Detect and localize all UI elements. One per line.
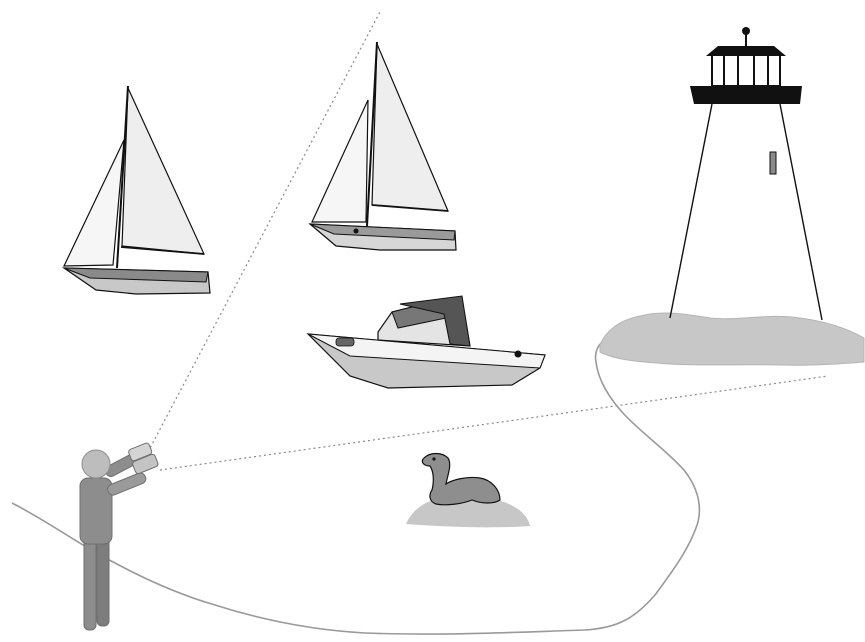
person-leg: [84, 538, 96, 630]
lighthouse: [600, 27, 864, 365]
porthole: [354, 229, 359, 234]
lower-sight-line: [160, 376, 828, 470]
rock-island: [600, 313, 864, 365]
roof: [706, 46, 786, 56]
motorboat: [308, 296, 545, 388]
porthole: [515, 351, 522, 358]
seal-on-rock: [406, 454, 530, 528]
tower-right-edge: [780, 104, 822, 320]
binoculars-icon: [128, 442, 159, 474]
lantern-room: [712, 54, 780, 86]
seal-eye: [432, 457, 435, 460]
tower-window: [770, 152, 776, 174]
person-torso: [80, 478, 112, 544]
tower-left-edge: [670, 104, 712, 318]
gallery-platform: [690, 86, 802, 104]
sailboat-right: [310, 42, 456, 250]
mainsail: [122, 88, 204, 254]
jib-sail: [64, 140, 124, 266]
person-head: [82, 450, 110, 478]
sailboat-left: [64, 86, 210, 294]
seal: [422, 454, 500, 505]
mainsail: [372, 44, 448, 211]
side-window: [336, 338, 354, 346]
finial-ball: [742, 27, 750, 35]
person-leg: [97, 538, 109, 626]
person-with-binoculars: [80, 442, 159, 630]
jib-sail: [312, 100, 368, 222]
